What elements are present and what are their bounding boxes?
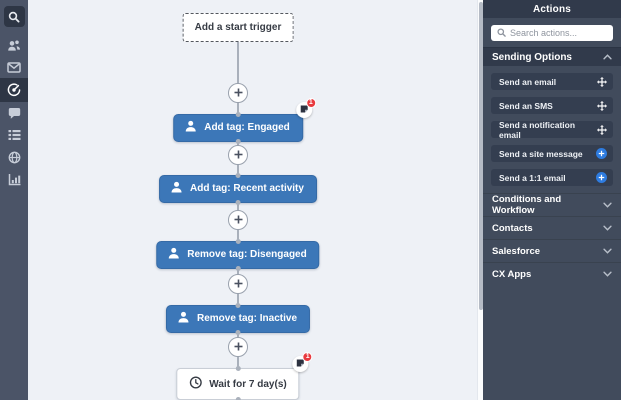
nav-item-reports[interactable]	[0, 168, 28, 190]
canvas-scrollbar-thumb[interactable]	[479, 2, 483, 310]
email-icon	[7, 61, 21, 73]
section-label: Sending Options	[492, 51, 572, 63]
chevron-up-icon	[603, 52, 612, 63]
add-step-button[interactable]	[228, 337, 248, 357]
move-icon	[597, 124, 607, 135]
add-step-button[interactable]	[228, 83, 248, 103]
chevron-down-icon	[603, 223, 612, 234]
nav-item-contacts[interactable]	[0, 34, 28, 56]
action-item-label: Send an SMS	[499, 100, 553, 111]
nav-search-button[interactable]	[3, 6, 25, 27]
panel-title: Actions	[532, 3, 572, 15]
lists-icon	[8, 129, 21, 141]
nav-item-site[interactable]	[0, 146, 28, 168]
chevron-down-icon	[603, 200, 612, 211]
plus-icon	[234, 146, 243, 164]
section-label: Contacts	[492, 222, 533, 234]
search-icon	[497, 24, 506, 42]
section-sending-options[interactable]: Sending Options	[483, 47, 621, 66]
contact-icon	[167, 247, 180, 262]
action-node[interactable]: Remove tag: Inactive	[165, 305, 311, 333]
sending-options-items: Send an email Send an SMS Send a notific…	[483, 66, 621, 186]
plus-icon	[234, 338, 243, 356]
section-label: Salesforce	[492, 245, 541, 257]
nav-item-conversations[interactable]	[0, 102, 28, 124]
actions-panel-header: Actions	[483, 0, 621, 18]
action-item-send-notification-email[interactable]: Send a notification email	[491, 119, 613, 140]
left-nav-rail	[0, 0, 28, 400]
note-icon	[297, 359, 305, 370]
section-label: Conditions and Workflow	[492, 194, 562, 216]
note-count: 1	[305, 98, 316, 108]
section-label: CX Apps	[492, 268, 532, 280]
move-icon	[597, 76, 607, 87]
node-label: Wait for 7 day(s)	[209, 378, 287, 390]
search-icon	[8, 11, 20, 23]
note-badge[interactable]: 1	[295, 98, 316, 118]
start-trigger-label: Add a start trigger	[182, 13, 294, 42]
plus-icon	[234, 211, 243, 229]
section-conditions-and-workflow[interactable]: Conditions and Workflow	[483, 193, 621, 216]
contact-icon	[184, 120, 197, 135]
section-contacts[interactable]: Contacts	[483, 216, 621, 239]
move-icon	[597, 100, 607, 111]
start-trigger-node[interactable]: Add a start trigger	[182, 13, 294, 42]
actions-panel: Actions Sending Options Send an email Se…	[483, 0, 621, 400]
section-salesforce[interactable]: Salesforce	[483, 239, 621, 262]
add-step-button[interactable]	[228, 210, 248, 230]
contact-icon	[177, 311, 190, 326]
automations-icon	[7, 83, 21, 97]
nav-item-lists[interactable]	[0, 124, 28, 146]
section-cx-apps[interactable]: CX Apps	[483, 262, 621, 285]
action-item-send-email[interactable]: Send an email	[491, 73, 613, 90]
note-badge[interactable]: 1	[292, 352, 313, 372]
clock-icon	[189, 376, 202, 392]
wait-node[interactable]: Wait for 7 day(s) 1	[176, 352, 313, 400]
contact-icon	[170, 181, 183, 196]
action-node[interactable]: Remove tag: Disengaged	[156, 241, 320, 269]
contacts-icon	[7, 39, 21, 52]
node-label: Add tag: Recent activity	[190, 183, 304, 194]
chat-icon	[8, 107, 21, 120]
action-item-send-site-message[interactable]: Send a site message	[491, 145, 613, 162]
chevron-down-icon	[603, 269, 612, 280]
add-action-icon[interactable]	[596, 172, 607, 183]
nav-item-automations[interactable]	[0, 78, 28, 102]
action-item-send-1-1-email[interactable]: Send a 1:1 email	[491, 169, 613, 186]
chevron-down-icon	[603, 246, 612, 257]
action-item-label: Send a notification email	[499, 119, 576, 140]
actions-search-wrap	[483, 18, 621, 47]
automation-canvas[interactable]: Add a start trigger Add tag: Engaged 1 A…	[28, 0, 477, 400]
action-node[interactable]: Add tag: Engaged 1	[173, 98, 316, 142]
nav-item-campaigns[interactable]	[0, 56, 28, 78]
plus-icon	[234, 84, 243, 102]
action-item-label: Send a site message	[499, 148, 583, 159]
actions-search-input[interactable]	[510, 28, 607, 38]
add-step-button[interactable]	[228, 145, 248, 165]
action-node[interactable]: Add tag: Recent activity	[159, 175, 317, 203]
node-label: Remove tag: Inactive	[196, 313, 298, 324]
action-item-send-sms[interactable]: Send an SMS	[491, 97, 613, 114]
site-icon	[8, 151, 21, 164]
add-step-button[interactable]	[228, 274, 248, 294]
reports-icon	[8, 173, 21, 186]
node-label: Remove tag: Disengaged	[187, 249, 307, 260]
plus-icon	[234, 275, 243, 293]
add-action-icon[interactable]	[596, 148, 607, 159]
node-label: Add tag: Engaged	[204, 122, 290, 133]
action-item-label: Send a 1:1 email	[499, 172, 566, 183]
action-item-label: Send an email	[499, 76, 557, 87]
canvas-scrollbar-track	[477, 0, 483, 400]
note-count: 1	[302, 352, 313, 362]
note-icon	[300, 105, 308, 116]
